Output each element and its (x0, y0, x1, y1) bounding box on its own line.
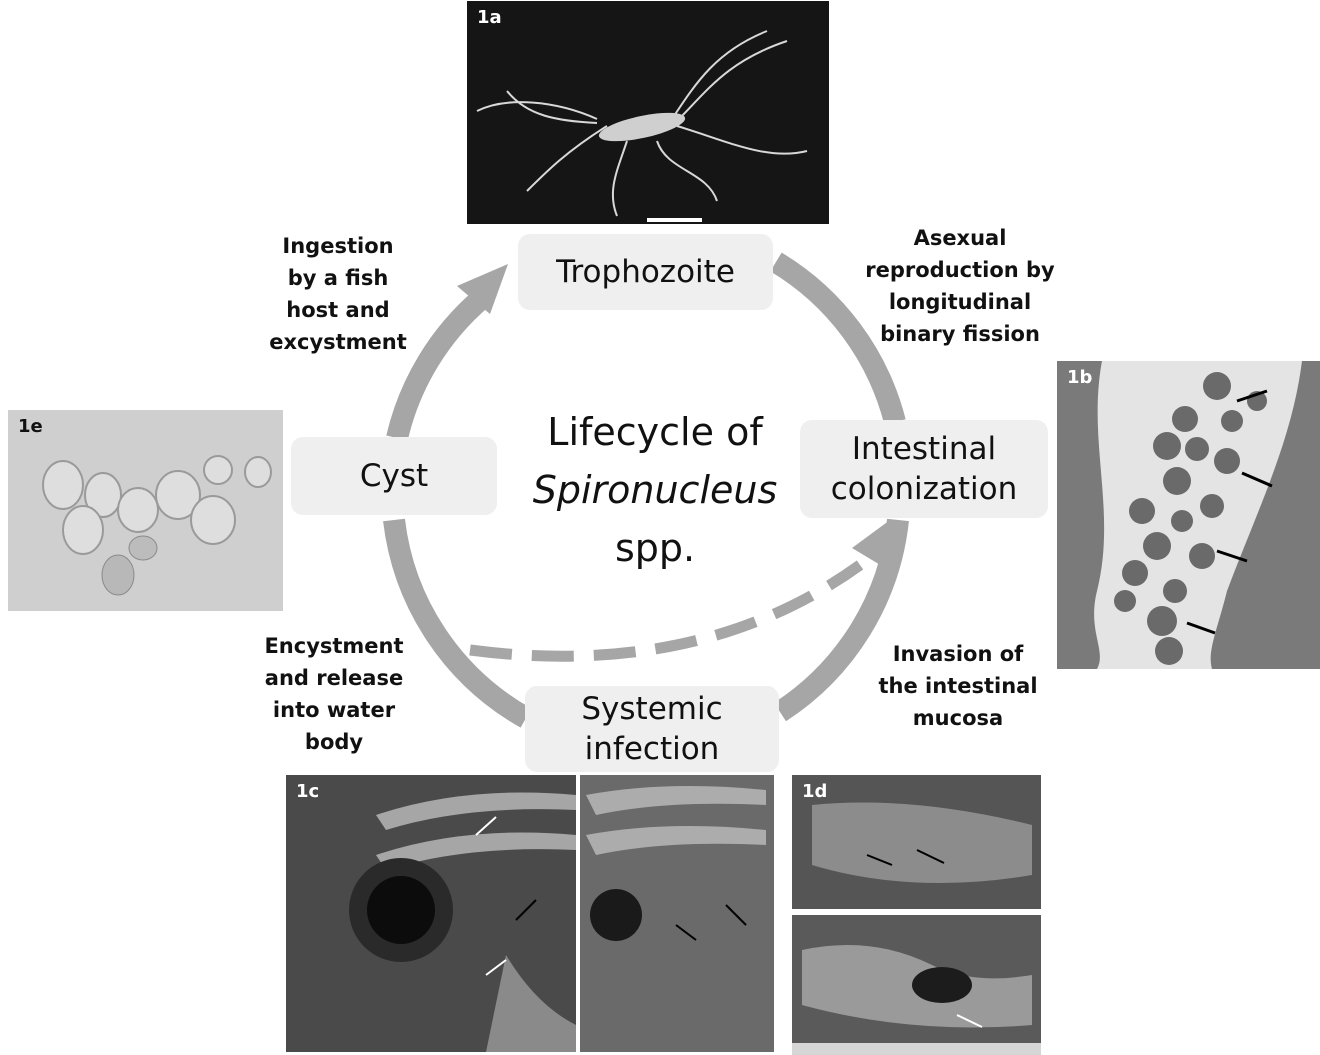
label-invasion: Invasion of the intestinal mucosa (878, 642, 1038, 730)
arrow-cyst-to-trophozoite (386, 289, 490, 441)
fish-photographs (286, 775, 774, 1052)
dashed-arrow-to-colonization (469, 560, 864, 662)
dissection-photographs (792, 775, 1041, 1055)
stage-trophozoite: Trophozoite (518, 234, 773, 310)
stage-systemic-line2: infection (584, 731, 720, 767)
panel-1c-label: 1c (296, 781, 320, 802)
label-ingestion: Ingestion by a fish host and excystment (269, 234, 407, 354)
label-encystment: Encystment and release into water body (264, 634, 404, 754)
intestinal-micrograph (1057, 361, 1320, 669)
stage-systemic-infection: Systemic infection (525, 686, 779, 772)
cyst-micrograph (42, 455, 272, 596)
stage-trophozoite-label: Trophozoite (556, 254, 735, 290)
panel-1e-cyst-image: 1e (8, 410, 283, 611)
title-line3: spp. (614, 526, 696, 570)
arrowhead-trophozoite (457, 264, 508, 314)
stage-systemic-line1: Systemic (581, 691, 723, 727)
panel-1a-sem-image: 1a (467, 1, 829, 224)
title-genus: Spironucleus (532, 468, 778, 512)
arrow-colonization-to-systemic (773, 518, 909, 722)
arrow-systemic-to-cyst (383, 518, 532, 728)
panel-1b-label: 1b (1067, 367, 1093, 388)
panel-1e-label: 1e (18, 416, 43, 437)
panel-1d-label: 1d (802, 781, 828, 802)
arrowhead-colonization (852, 520, 890, 566)
title-line1: Lifecycle of (547, 410, 763, 454)
panel-1b-tem-image: 1b (1057, 361, 1320, 669)
stage-cyst-label: Cyst (359, 458, 429, 494)
panel-1a-label: 1a (477, 7, 502, 28)
trophozoite-micrograph (476, 30, 808, 222)
stage-intestinal-colonization: Intestinal colonization (800, 420, 1048, 518)
panel-1c-fish-photos: 1c (286, 775, 774, 1052)
stage-colonization-line2: colonization (830, 471, 1018, 507)
panel-1d-dissection-photos: 1d (792, 775, 1041, 1055)
stage-cyst: Cyst (291, 437, 497, 515)
diagram-title: Lifecycle of Spironucleus spp. (520, 403, 790, 577)
label-asexual-reproduction: Asexual reproduction by longitudinal bin… (865, 226, 1055, 346)
stage-colonization-line1: Intestinal (851, 431, 997, 467)
arrow-trophozoite-to-colonization (770, 252, 906, 425)
